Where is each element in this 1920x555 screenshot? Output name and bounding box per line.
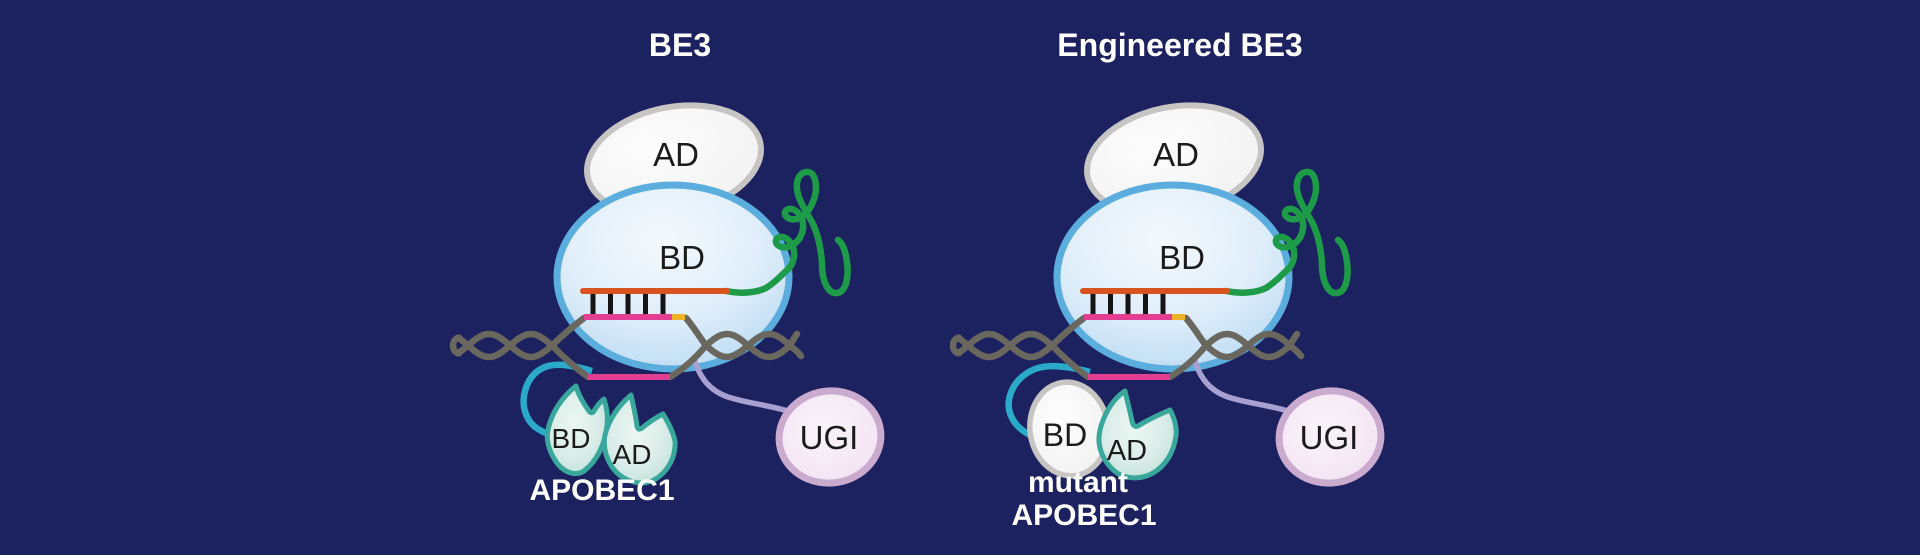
svg-text:APOBEC1: APOBEC1 xyxy=(529,474,674,507)
svg-text:mutant: mutant xyxy=(1028,466,1128,499)
svg-text:AD: AD xyxy=(613,439,652,470)
svg-text:AD: AD xyxy=(1107,435,1147,467)
svg-text:BD: BD xyxy=(552,423,591,454)
svg-text:Engineered BE3: Engineered BE3 xyxy=(1057,27,1302,63)
svg-text:BE3: BE3 xyxy=(649,27,711,63)
svg-text:APOBEC1: APOBEC1 xyxy=(1011,499,1156,532)
svg-text:BD: BD xyxy=(1043,417,1087,453)
